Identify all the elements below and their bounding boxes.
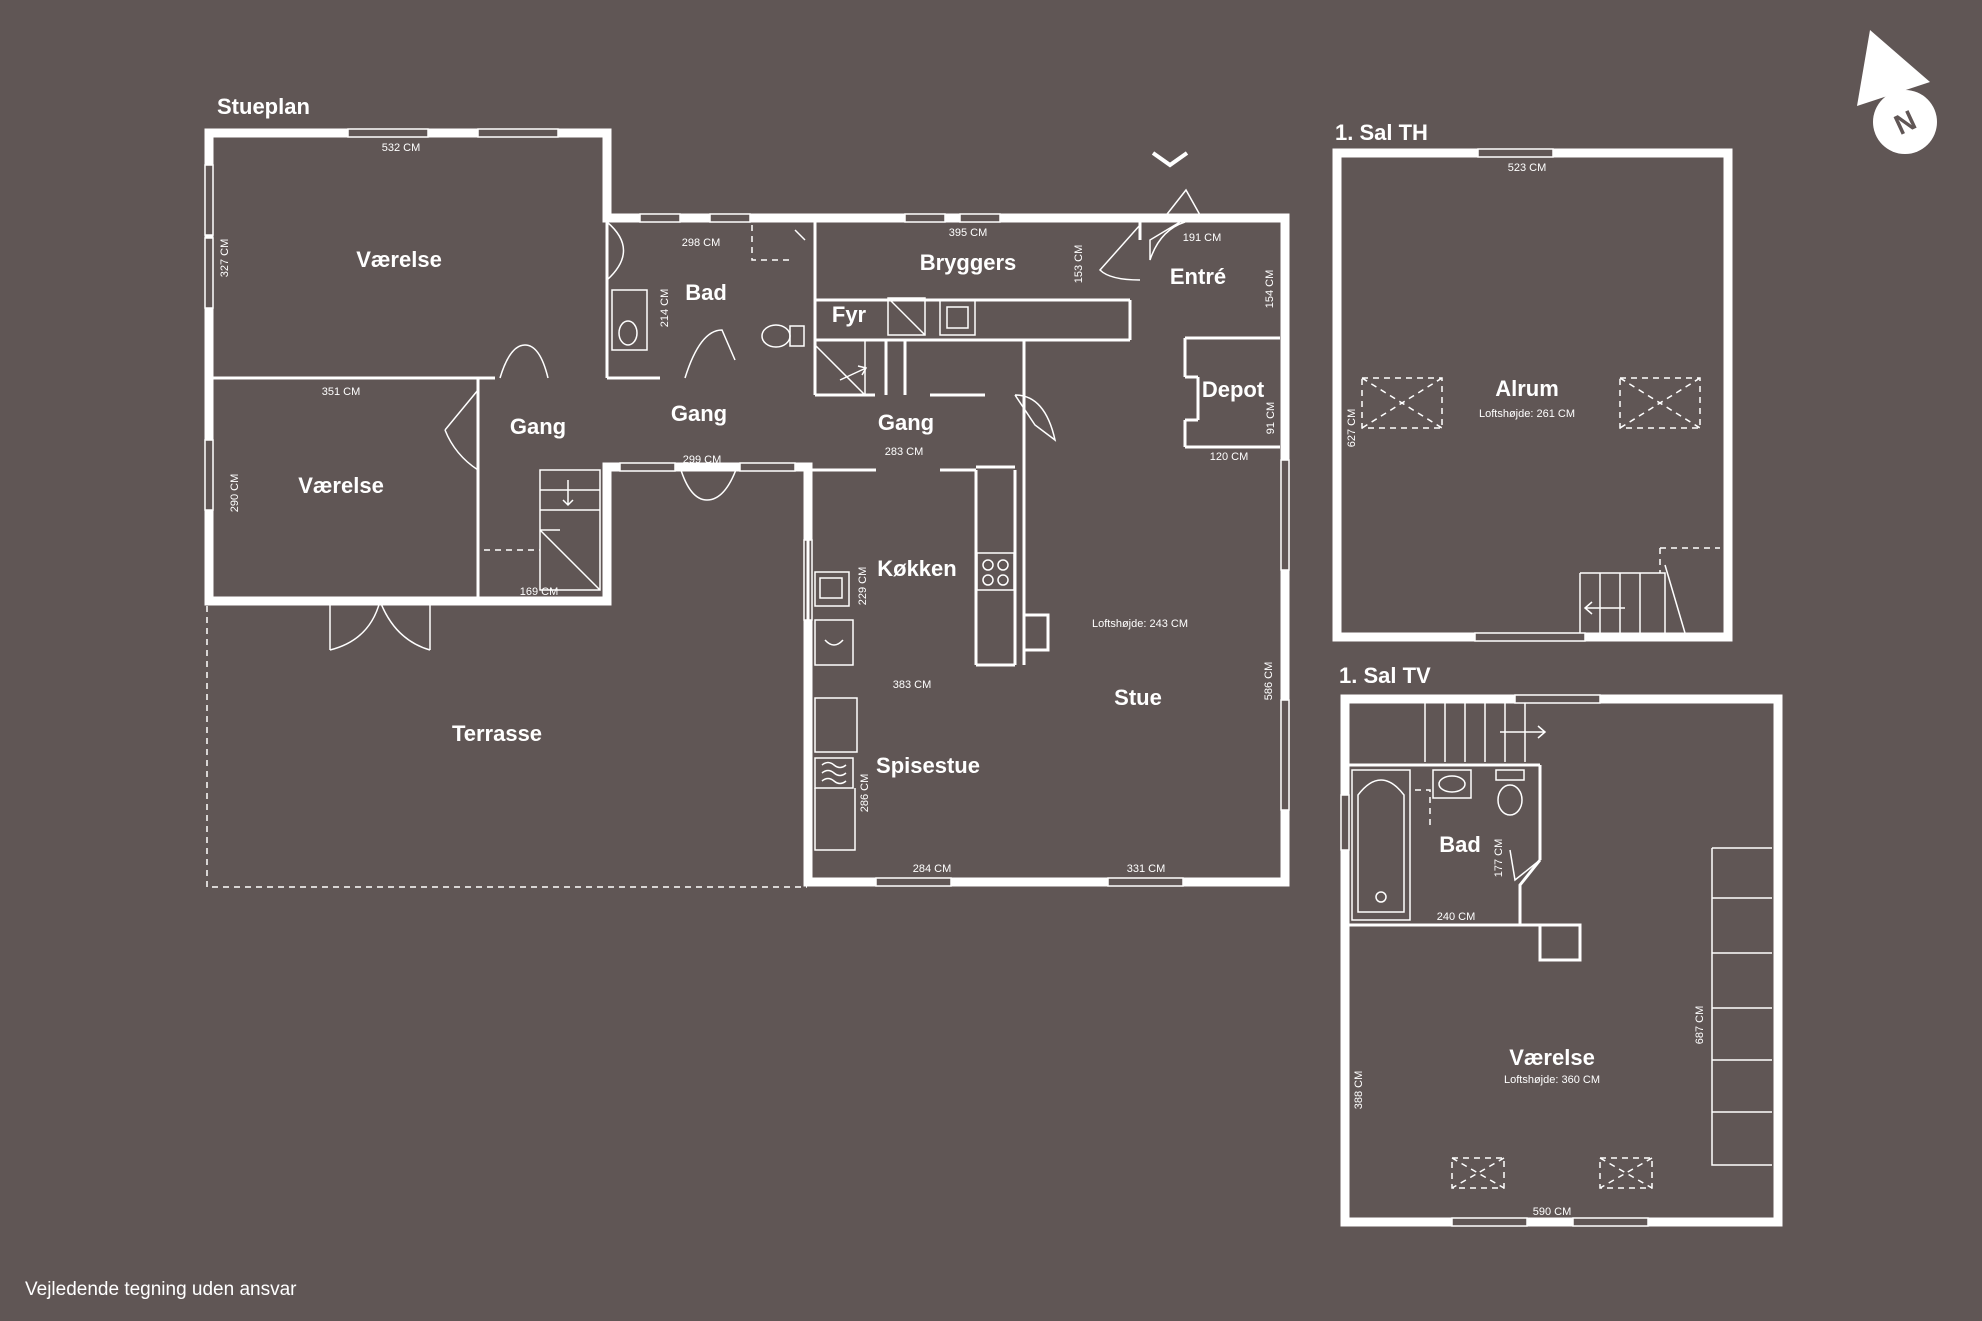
section-title-first-th: 1. Sal TH xyxy=(1335,120,1428,145)
dimension-label: 388 CM xyxy=(1353,1071,1365,1110)
eave-storage xyxy=(1711,847,1772,1166)
first-floor-th-plan: 1. Sal TH Alrum Loftshøjde: 261 CM 523 C… xyxy=(1332,120,1733,642)
window xyxy=(904,213,946,223)
interior-walls xyxy=(213,218,1280,882)
dimension-label: 532 CM xyxy=(382,142,421,154)
dimension-label: 383 CM xyxy=(893,679,932,691)
room-label-gang: Gang xyxy=(671,401,727,426)
window xyxy=(347,128,429,138)
staircase xyxy=(484,469,601,591)
window xyxy=(1451,1217,1528,1227)
window xyxy=(204,164,214,236)
window xyxy=(739,462,796,472)
room-label-bad: Bad xyxy=(685,280,727,305)
room-label-vaerelse: Værelse xyxy=(356,247,442,272)
disclaimer-text: Vejledende tegning uden ansvar xyxy=(25,1279,297,1300)
room-label-bryggers: Bryggers xyxy=(920,250,1017,275)
dimension-label: 153 CM xyxy=(1073,245,1085,284)
room-label-vaerelse: Værelse xyxy=(298,473,384,498)
section-title-ground: Stueplan xyxy=(217,94,310,119)
room-label-terrasse: Terrasse xyxy=(452,721,542,746)
dimension-label: 298 CM xyxy=(682,237,721,249)
north-compass-icon: N xyxy=(1857,30,1937,154)
ceiling-height-note: Loftshøjde: 360 CM xyxy=(1504,1074,1600,1086)
entrance-arrow-icon xyxy=(1151,151,1189,168)
window xyxy=(204,439,214,511)
ground-floor-plan: Stueplan Værelse Værelse Bad Bryggers Fy… xyxy=(204,94,1290,888)
ceiling-height-note: Loftshøjde: 261 CM xyxy=(1479,408,1575,420)
skylight xyxy=(1361,377,1443,429)
fixtures xyxy=(1415,769,1541,882)
interior-walls xyxy=(1349,763,1582,962)
dimension-label: 177 CM xyxy=(1493,839,1505,878)
room-label-fyr: Fyr xyxy=(832,302,867,327)
dimension-label: 627 CM xyxy=(1346,409,1358,448)
window xyxy=(1514,694,1601,704)
window xyxy=(1280,459,1290,571)
room-label-stue: Stue xyxy=(1114,685,1162,710)
staircase xyxy=(1424,703,1547,762)
staircase xyxy=(814,339,868,396)
first-floor-tv-plan: 1. Sal TV xyxy=(1339,663,1783,1227)
room-label-koekken: Køkken xyxy=(877,556,956,581)
dimension-label: 154 CM xyxy=(1264,270,1276,309)
dimension-label: 590 CM xyxy=(1533,1206,1572,1218)
window xyxy=(1107,877,1184,887)
window xyxy=(875,877,952,887)
terrace-outline xyxy=(206,606,807,888)
window xyxy=(709,213,751,223)
room-label-gang: Gang xyxy=(878,410,934,435)
skylight xyxy=(1619,377,1701,429)
bathtub xyxy=(1351,769,1411,921)
dimension-label: 687 CM xyxy=(1694,1006,1706,1045)
room-label-entre: Entré xyxy=(1170,264,1226,289)
window xyxy=(1280,699,1290,811)
dimension-label: 214 CM xyxy=(659,289,671,328)
room-label-vaerelse: Værelse xyxy=(1509,1045,1595,1070)
room-label-depot: Depot xyxy=(1202,377,1265,402)
dimension-label: 91 CM xyxy=(1265,402,1277,434)
room-label-alrum: Alrum xyxy=(1495,376,1559,401)
dimension-label: 229 CM xyxy=(857,567,869,606)
skylight xyxy=(1451,1157,1505,1189)
dimension-label: 286 CM xyxy=(859,774,871,813)
dimension-label: 284 CM xyxy=(913,863,952,875)
window xyxy=(204,237,214,309)
staircase xyxy=(1579,547,1720,634)
dimension-label: 240 CM xyxy=(1437,911,1476,923)
room-label-gang: Gang xyxy=(510,414,566,439)
window xyxy=(1340,794,1350,851)
dimension-label: 327 CM xyxy=(219,239,231,278)
window xyxy=(1474,632,1586,642)
dimension-label: 120 CM xyxy=(1210,451,1249,463)
window xyxy=(619,462,676,472)
doors xyxy=(329,188,1201,651)
dimension-label: 290 CM xyxy=(229,474,241,513)
dimension-label: 283 CM xyxy=(885,446,924,458)
ceiling-height-note: Loftshøjde: 243 CM xyxy=(1092,618,1188,630)
window xyxy=(1477,148,1554,158)
dimension-label: 351 CM xyxy=(322,386,361,398)
window xyxy=(959,213,1001,223)
dimension-label: 331 CM xyxy=(1127,863,1166,875)
dimension-label: 395 CM xyxy=(949,227,988,239)
room-label-bad: Bad xyxy=(1439,832,1481,857)
dimension-label: 191 CM xyxy=(1183,232,1222,244)
skylight xyxy=(1599,1157,1653,1189)
dimension-label: 169 CM xyxy=(520,586,559,598)
dimension-label: 299 CM xyxy=(683,454,722,466)
window xyxy=(1572,1217,1649,1227)
outer-wall-west-wing xyxy=(204,128,1290,887)
window xyxy=(477,128,559,138)
room-label-spisestue: Spisestue xyxy=(876,753,980,778)
dimension-label: 586 CM xyxy=(1263,662,1275,701)
dimension-label: 523 CM xyxy=(1508,162,1547,174)
window xyxy=(639,213,681,223)
section-title-first-tv: 1. Sal TV xyxy=(1339,663,1431,688)
fixtures xyxy=(611,225,1049,851)
